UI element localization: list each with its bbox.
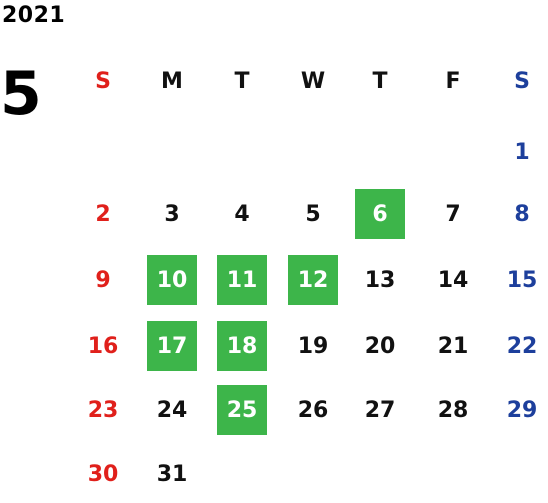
calendar-day-highlighted[interactable]: 17 [147, 321, 197, 371]
calendar-day[interactable]: 20 [364, 333, 396, 359]
calendar-day[interactable]: 15 [506, 267, 538, 293]
calendar-day[interactable]: 14 [437, 267, 469, 293]
calendar-day[interactable]: 19 [297, 333, 329, 359]
weekday-header: S [95, 68, 111, 94]
weekday-header: F [445, 68, 461, 94]
calendar-day[interactable]: 8 [514, 201, 530, 227]
calendar-day[interactable]: 9 [95, 267, 111, 293]
calendar-month: 5 [0, 59, 42, 129]
weekday-header: M [161, 68, 183, 94]
calendar-day[interactable]: 16 [87, 333, 119, 359]
calendar-day-highlighted[interactable]: 25 [217, 385, 267, 435]
calendar-day-highlighted[interactable]: 11 [217, 255, 267, 305]
calendar-day-highlighted[interactable]: 6 [355, 189, 405, 239]
calendar-day[interactable]: 21 [437, 333, 469, 359]
calendar-day[interactable]: 23 [87, 397, 119, 423]
calendar-day[interactable]: 4 [234, 201, 250, 227]
calendar-day[interactable]: 7 [445, 201, 461, 227]
calendar-day[interactable]: 3 [164, 201, 180, 227]
calendar-day-highlighted[interactable]: 18 [217, 321, 267, 371]
calendar-day[interactable]: 13 [364, 267, 396, 293]
calendar-day-highlighted[interactable]: 10 [147, 255, 197, 305]
weekday-header: T [372, 68, 388, 94]
weekday-header: T [234, 68, 250, 94]
calendar-day[interactable]: 26 [297, 397, 329, 423]
calendar-day[interactable]: 28 [437, 397, 469, 423]
calendar-year: 2021 [2, 3, 66, 28]
calendar-day[interactable]: 2 [95, 201, 111, 227]
weekday-header: S [514, 68, 530, 94]
calendar-day[interactable]: 30 [87, 461, 119, 487]
calendar-day[interactable]: 1 [514, 139, 530, 165]
calendar-day[interactable]: 5 [305, 201, 321, 227]
calendar-day[interactable]: 24 [156, 397, 188, 423]
calendar-day[interactable]: 31 [156, 461, 188, 487]
calendar-day[interactable]: 27 [364, 397, 396, 423]
calendar-day[interactable]: 22 [506, 333, 538, 359]
calendar-day[interactable]: 29 [506, 397, 538, 423]
weekday-header: W [300, 68, 326, 94]
calendar-day-highlighted[interactable]: 12 [288, 255, 338, 305]
